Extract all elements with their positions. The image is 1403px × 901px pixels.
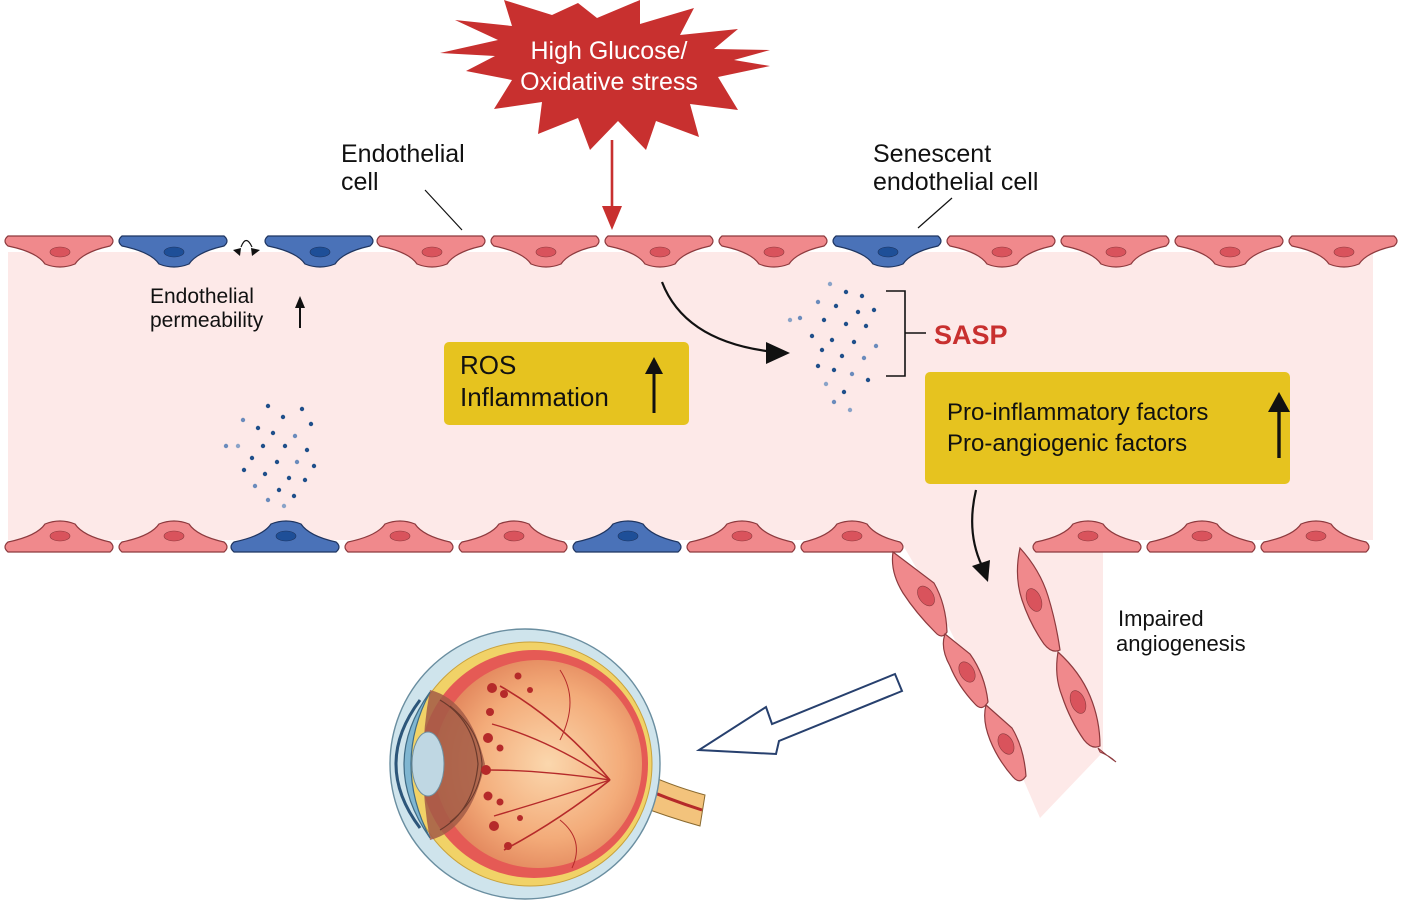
stress-label-line1: High Glucose/ (530, 37, 688, 65)
branch-cell (942, 633, 989, 709)
vessel-lumen (8, 252, 1373, 818)
endothelial-cell (946, 235, 1056, 268)
stress-label-line2: Oxidative stress (520, 67, 698, 96)
branch-cell (1016, 546, 1061, 652)
particle-cluster (223, 403, 317, 509)
endothelial-cell (604, 235, 714, 268)
senescent-cell-label-line1: Senescent (873, 140, 992, 168)
stress-label: High Glucose/ Oxidative stress (470, 36, 748, 97)
branch-cell (984, 703, 1027, 782)
endothelial-cell (686, 520, 796, 553)
senescent-endothelial-cell (230, 520, 340, 553)
ros-inflammation-box: ROS Inflammation (444, 342, 689, 425)
vessel-wall-top (4, 235, 1398, 268)
endothelial-cell (1260, 520, 1370, 553)
senescent-endothelial-cell (118, 235, 228, 268)
endothelial-cell (376, 235, 486, 268)
branch-cell (891, 550, 948, 637)
endothelial-cell (1032, 520, 1142, 553)
endothelial-cell-label-line1: Endothelial (341, 140, 465, 168)
endothelial-cell (1060, 235, 1170, 268)
senescent-cell-pointer (917, 197, 953, 229)
factors-box: Pro-inflammatory factors Pro-angiogenic … (925, 372, 1290, 484)
angiogenesis-label: Impaired angiogenesis (1116, 606, 1246, 656)
endothelial-cell-pointer (424, 189, 463, 231)
gap-arrows-icon (233, 239, 260, 256)
ros-box-text: ROS Inflammation (460, 350, 609, 413)
factors-box-line1: Pro-inflammatory factors (947, 399, 1209, 426)
endothelial-cell (800, 520, 904, 553)
angiogenesis-label-line2: angiogenesis (1116, 630, 1246, 656)
endothelial-cell (4, 235, 114, 268)
factors-box-line2: Pro-angiogenic factors (947, 430, 1188, 458)
endothelial-cell (1146, 520, 1256, 553)
senescent-endothelial-cell (264, 235, 374, 268)
senescent-endothelial-cell (572, 520, 682, 553)
senescent-cell-label: Senescent endothelial cell (873, 140, 1038, 196)
permeability-label-line1: Endothelial (150, 285, 254, 308)
endothelial-cell (1288, 235, 1398, 268)
ros-box-line2: Inflammation (460, 381, 609, 412)
sasp-label: SASP (934, 320, 1008, 350)
sasp-bracket (886, 290, 926, 377)
permeability-label-line2: permeability (150, 308, 264, 332)
endothelial-cell (4, 520, 114, 553)
senescent-endothelial-cell (832, 235, 942, 268)
ros-box-line1: ROS (460, 350, 517, 380)
up-arrow-icon (295, 296, 305, 328)
permeability-label: Endothelial permeability (150, 285, 263, 332)
vessel-wall-bottom (4, 520, 1370, 553)
hollow-arrow-icon (695, 672, 904, 756)
endothelial-cell (718, 235, 828, 268)
factors-box-text: Pro-inflammatory factors Pro-angiogenic … (947, 397, 1208, 459)
endothelial-cell-label-line2: cell (341, 168, 379, 196)
endothelial-cell (344, 520, 454, 553)
down-arrow-icon (602, 140, 622, 230)
stress-burst (440, 0, 770, 150)
senescent-cell-label-line2: endothelial cell (873, 168, 1039, 196)
curved-arrow-icon (660, 281, 790, 364)
branch-cell (1056, 650, 1101, 748)
endothelial-cell (490, 235, 600, 268)
curved-arrow-icon (971, 489, 990, 582)
endothelial-cell (458, 520, 568, 553)
angiogenesis-label-line1: Impaired (1118, 606, 1204, 631)
sasp-particles (787, 281, 879, 413)
up-arrow-icon (1268, 392, 1290, 458)
eye-anatomy-icon (389, 628, 706, 900)
branch-cell (1097, 747, 1117, 763)
up-arrow-icon (645, 357, 663, 413)
endothelial-cell (118, 520, 228, 553)
sprouting-branch (891, 546, 1117, 782)
endothelial-cell-label: Endothelial cell (341, 140, 465, 196)
endothelial-cell (1174, 235, 1284, 268)
